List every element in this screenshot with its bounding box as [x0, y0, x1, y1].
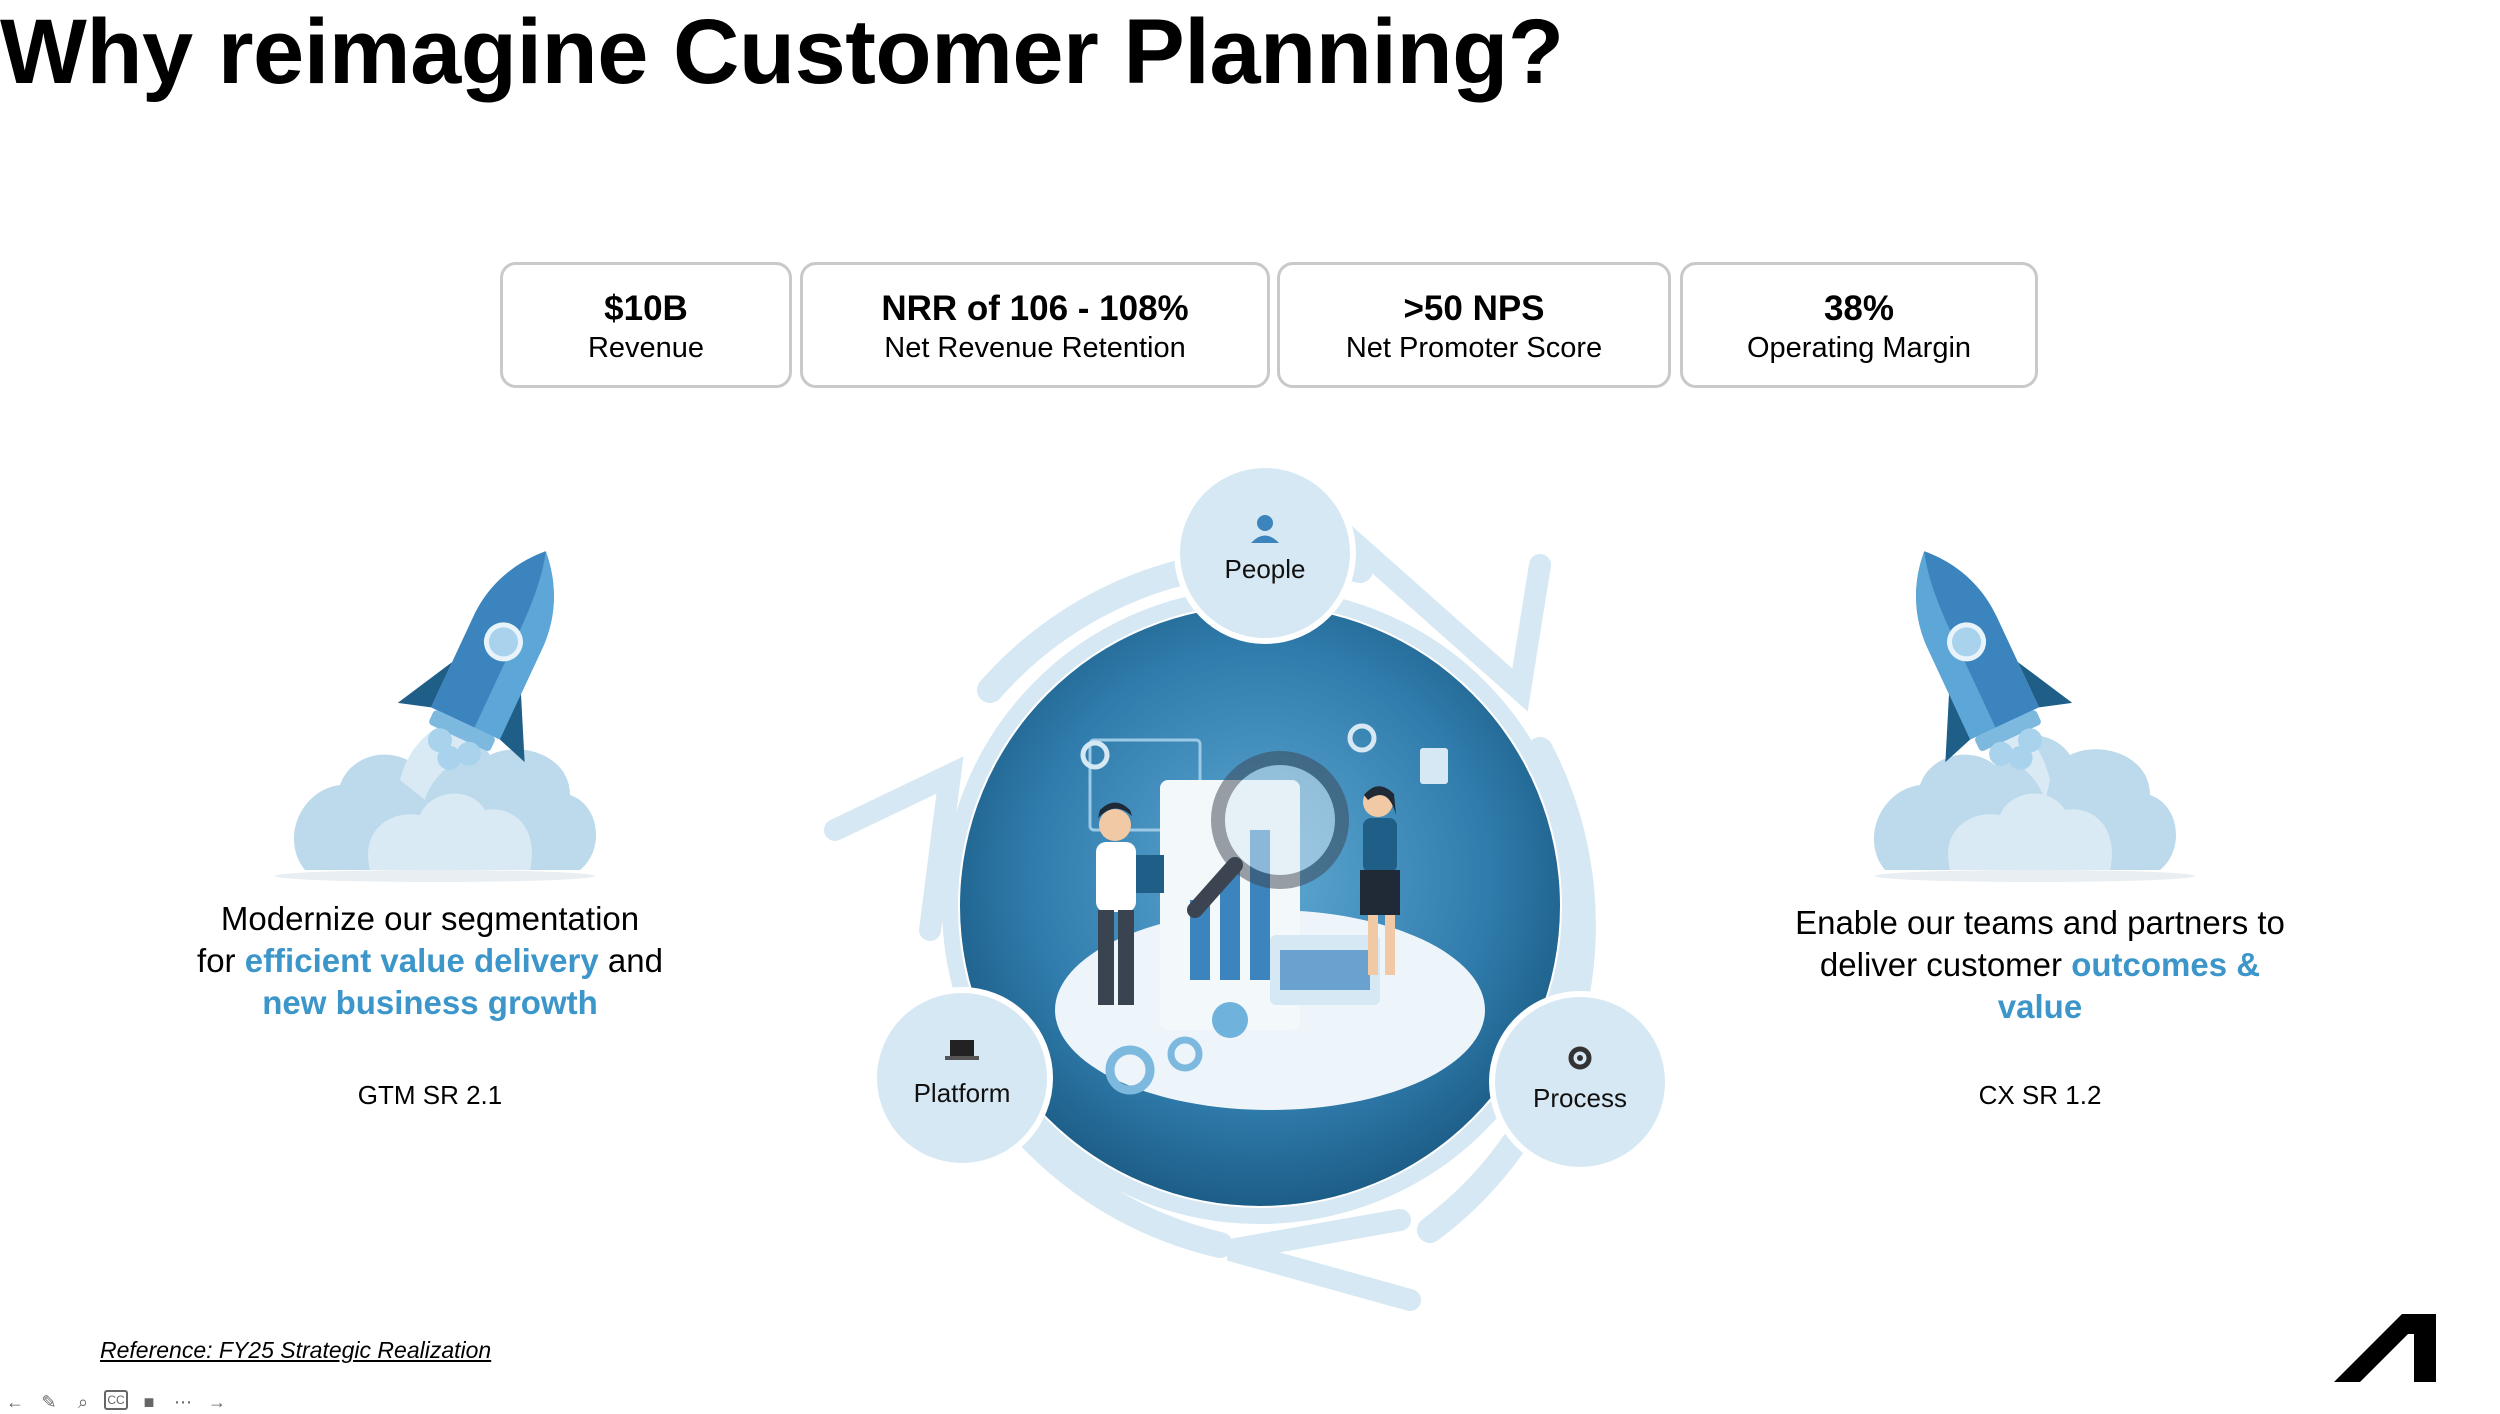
left-text-3: and	[598, 942, 663, 979]
rocket-illustration-right	[1873, 551, 2195, 882]
kpi-label: Revenue	[587, 332, 705, 364]
left-text-2: for	[197, 942, 245, 979]
person-icon	[1251, 515, 1279, 543]
reference-footnote: Reference: FY25 Strategic Realization	[100, 1337, 492, 1363]
forward-icon[interactable]: →	[208, 1391, 226, 1412]
kpi-label: Net Revenue Retention	[884, 332, 1186, 364]
cycle-node-platform: Platform	[871, 987, 1053, 1169]
rocket-illustration-left	[275, 551, 597, 882]
kpi-label: Operating Margin	[1746, 332, 1972, 364]
cycle-node-label: Process	[1533, 1083, 1627, 1113]
analytics-illustration	[1055, 723, 1485, 1110]
right-highlight-2: value	[1997, 988, 2083, 1025]
presentation-toolbar: ← ✎ ⌕ CC ■ ⋯ →	[2, 1390, 230, 1414]
camera-icon[interactable]: ■	[143, 1391, 155, 1412]
cycle-node-label: People	[1225, 554, 1306, 584]
left-text-line-1: Modernize our segmentation	[220, 900, 640, 937]
left-statement: Modernize our segmentation for efficient…	[140, 898, 720, 1024]
right-reference-code: CX SR 1.2	[1978, 1080, 2102, 1110]
kpi-label: Net Promoter Score	[1345, 332, 1603, 364]
right-statement: Enable our teams and partners to deliver…	[1750, 902, 2330, 1028]
kpi-value: >50 NPS	[1403, 289, 1545, 328]
cycle-node-people: People	[1174, 462, 1356, 644]
left-highlight-1: efficient value delivery	[244, 942, 599, 979]
cycle-diagram: People Platform Process	[824, 462, 1671, 1311]
right-text-line-1: Enable our teams and partners to	[1795, 904, 2285, 941]
kpi-value: $10B	[604, 289, 688, 328]
kpi-nps: >50 NPS Net Promoter Score	[1277, 262, 1671, 388]
more-icon[interactable]: ⋯	[174, 1391, 192, 1412]
laptop-icon	[945, 1040, 979, 1060]
kpi-value: 38%	[1823, 289, 1895, 328]
right-highlight-1: outcomes &	[2071, 946, 2261, 983]
kpi-nrr: NRR of 106 - 108% Net Revenue Retention	[800, 262, 1270, 388]
gear-icon	[1568, 1046, 1592, 1070]
kpi-revenue: $10B Revenue	[500, 262, 792, 388]
cycle-node-process: Process	[1489, 991, 1671, 1173]
left-reference-code: GTM SR 2.1	[357, 1080, 503, 1110]
kpi-operating-margin: 38% Operating Margin	[1680, 262, 2038, 388]
pen-icon[interactable]: ✎	[41, 1391, 57, 1412]
zoom-icon[interactable]: ⌕	[77, 1391, 89, 1412]
company-logo	[2334, 1314, 2436, 1382]
slide-title: Why reimagine Customer Planning?	[0, 1, 1564, 103]
back-icon[interactable]: ←	[6, 1391, 24, 1412]
cycle-node-label: Platform	[914, 1078, 1011, 1108]
captions-icon[interactable]: CC	[104, 1390, 128, 1410]
right-text-2: deliver customer	[1819, 946, 2072, 983]
left-highlight-2: new business growth	[262, 984, 598, 1021]
kpi-value: NRR of 106 - 108%	[881, 289, 1189, 328]
